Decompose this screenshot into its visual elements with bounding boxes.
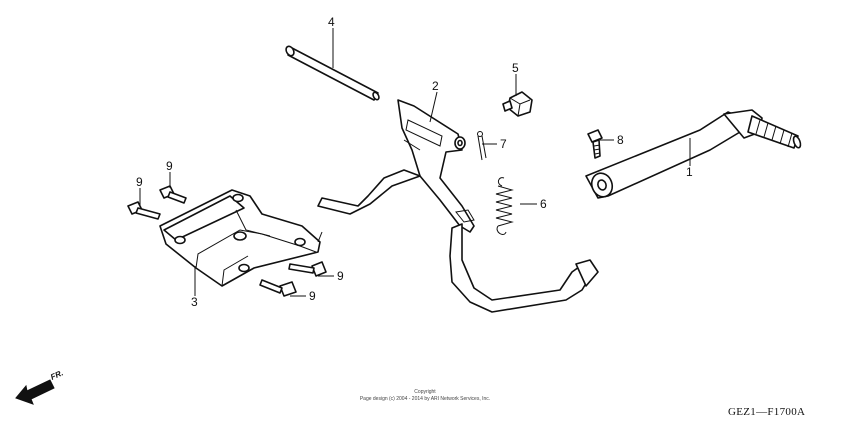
part-9-bolt-b[interactable] [127, 201, 161, 220]
part-9-bolt-a[interactable] [159, 185, 187, 204]
diagram-code: GEZ1—F1700A [728, 406, 805, 418]
leader-lines [139, 28, 691, 297]
copyright-text: Page design (c) 2004 - 2014 by ARI Netwo… [360, 396, 490, 402]
part-4-pivot-shaft[interactable] [284, 45, 380, 101]
part-6-spring[interactable] [495, 177, 514, 235]
part-3-stand-bracket[interactable] [159, 189, 323, 287]
part-1-kick-starter-arm[interactable] [585, 109, 802, 200]
callout-4[interactable]: 4 [328, 15, 335, 29]
callout-9-left[interactable]: 9 [136, 175, 143, 189]
direction-label: FR. [49, 368, 64, 381]
part-7-cotter-pin[interactable] [477, 131, 487, 161]
part-5-stopper[interactable] [502, 91, 533, 117]
callout-2[interactable]: 2 [432, 79, 439, 93]
callouts: 4 2 5 7 6 8 1 3 9 9 9 9 [136, 15, 693, 309]
callout-1[interactable]: 1 [686, 165, 693, 179]
callout-9-top[interactable]: 9 [166, 159, 173, 173]
callout-9-right-upper[interactable]: 9 [337, 269, 344, 283]
part-8-bolt[interactable] [587, 129, 603, 159]
callout-3[interactable]: 3 [191, 295, 198, 309]
callout-7[interactable]: 7 [500, 137, 507, 151]
front-direction-arrow: FR. [15, 368, 65, 405]
callout-6[interactable]: 6 [540, 197, 547, 211]
part-2-main-stand[interactable] [317, 99, 599, 313]
part-9-bolt-d[interactable] [259, 279, 297, 297]
callout-5[interactable]: 5 [512, 61, 519, 75]
part-9-bolt-c[interactable] [288, 261, 327, 277]
callout-8[interactable]: 8 [617, 133, 624, 147]
copyright-title: Copyright [414, 389, 436, 395]
callout-9-right-lower[interactable]: 9 [309, 289, 316, 303]
